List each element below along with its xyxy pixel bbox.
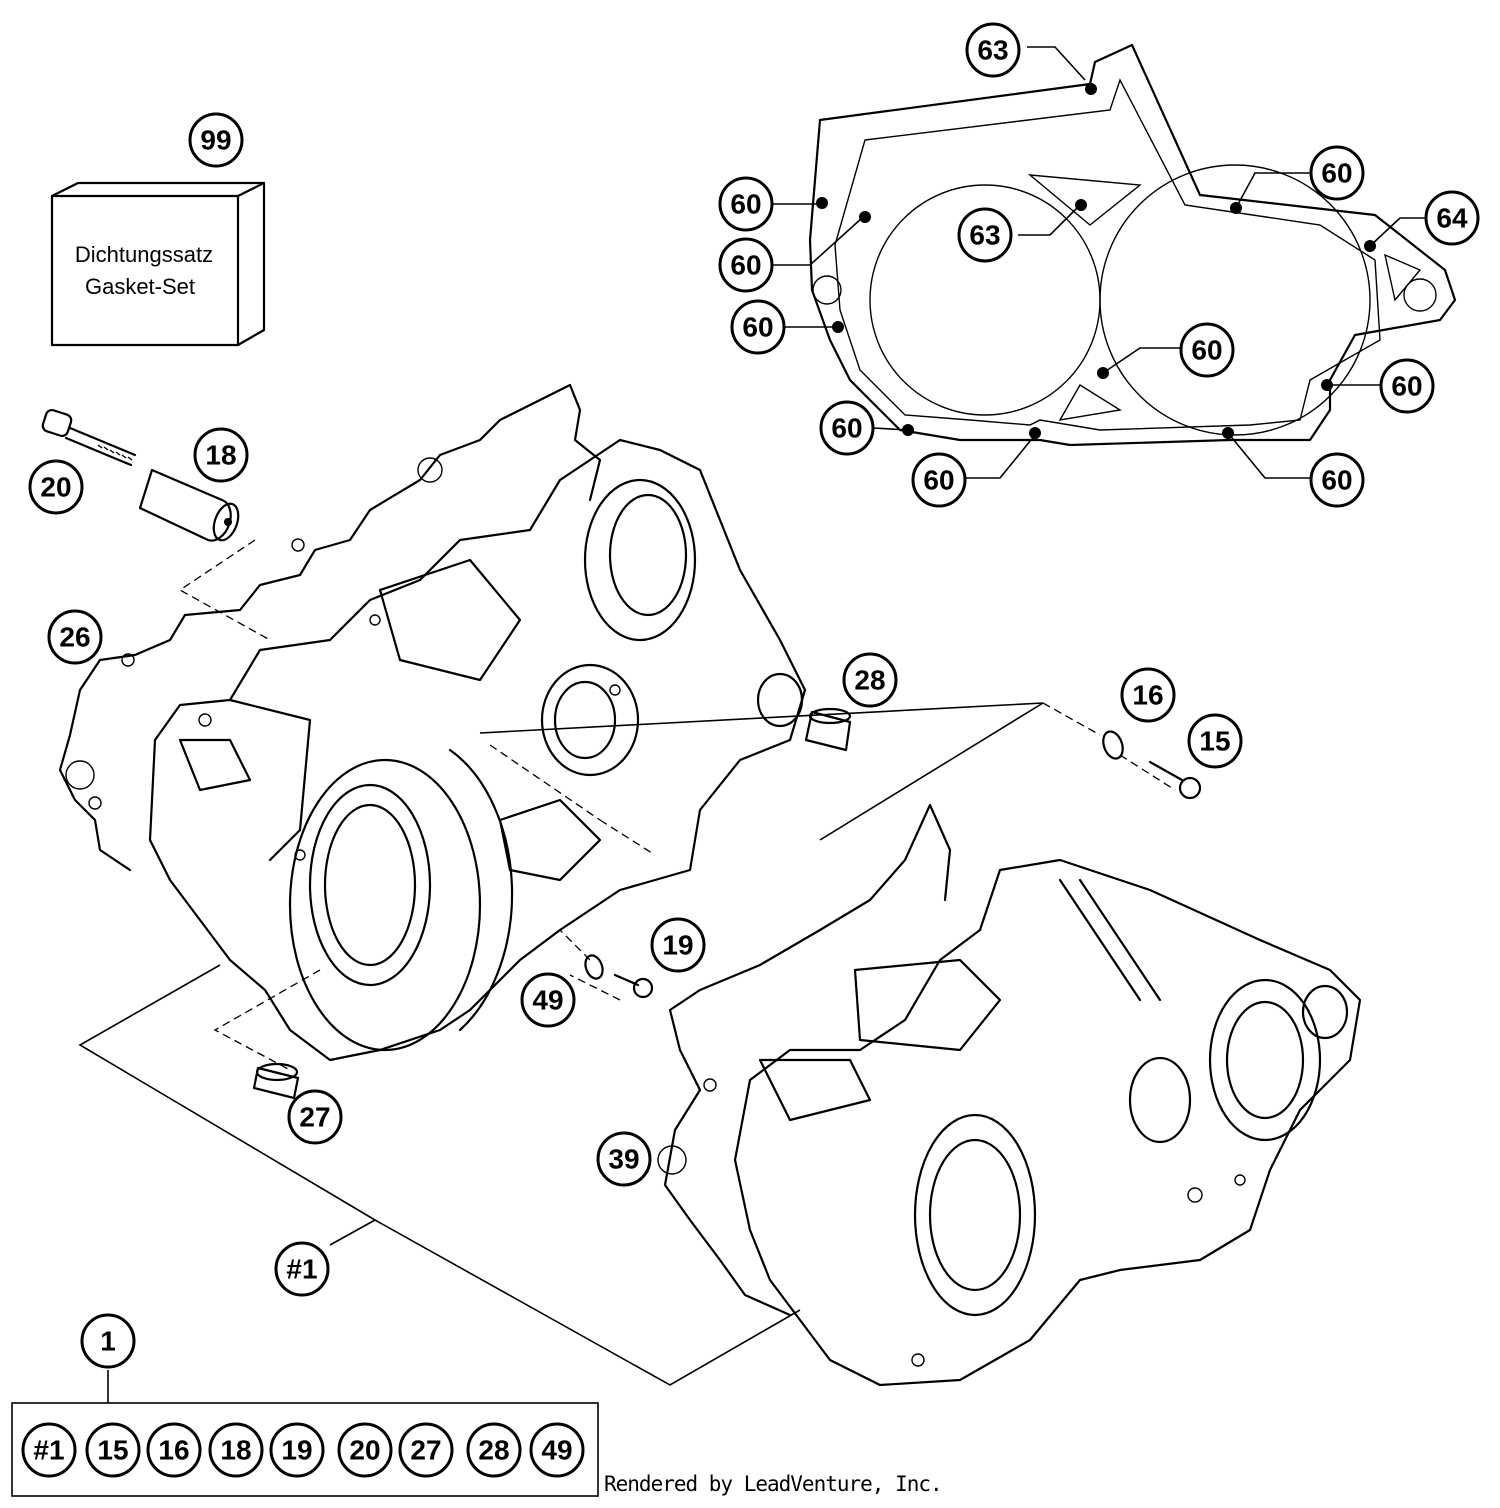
svg-text:20: 20 (349, 1435, 380, 1466)
kit-item: 20 (337, 1422, 393, 1478)
svg-text:16: 16 (158, 1435, 189, 1466)
callout-assembly-1: #1 (274, 1241, 330, 1297)
callout-60-a: 60 (718, 176, 774, 232)
svg-text:60: 60 (1191, 335, 1222, 366)
callout-63-top: 63 (965, 22, 1021, 78)
callout-15: 15 (1187, 713, 1243, 769)
gasket-set-label-2: Gasket-Set (85, 274, 195, 299)
callout-60-e: 60 (911, 452, 967, 508)
kit-item: 49 (529, 1422, 585, 1478)
screw-15 (1148, 760, 1202, 800)
callout-28: 28 (842, 652, 898, 708)
svg-text:19: 19 (662, 930, 693, 961)
callout-49: 49 (520, 972, 576, 1028)
gasket-set-label-1: Dichtungssatz (75, 242, 213, 267)
bushing-27 (252, 1062, 300, 1100)
svg-text:49: 49 (532, 985, 563, 1016)
callout-26: 26 (47, 609, 103, 665)
svg-text:99: 99 (200, 125, 231, 156)
svg-text:20: 20 (40, 472, 71, 503)
svg-text:27: 27 (299, 1102, 330, 1133)
callout-60-f: 60 (1179, 322, 1235, 378)
right-crankcase (733, 858, 1362, 1387)
assembly-bracket (11, 46, 1425, 1497)
svg-text:#1: #1 (286, 1254, 317, 1285)
svg-text:63: 63 (977, 35, 1008, 66)
svg-text:60: 60 (831, 413, 862, 444)
svg-text:15: 15 (97, 1435, 128, 1466)
kit-item: 19 (269, 1422, 325, 1478)
svg-text:15: 15 (1199, 726, 1230, 757)
callout-60-b: 60 (718, 237, 774, 293)
guide-lines (178, 539, 1176, 1071)
svg-text:39: 39 (608, 1144, 639, 1175)
kit-item: 27 (398, 1422, 454, 1478)
svg-text:60: 60 (1321, 158, 1352, 189)
callout-kit-1: 1 (80, 1313, 136, 1369)
callout-60-i: 60 (1309, 452, 1365, 508)
washer-16 (1102, 730, 1124, 760)
kit-item: 28 (466, 1422, 522, 1478)
svg-text:#1: #1 (33, 1435, 64, 1466)
svg-text:27: 27 (410, 1435, 441, 1466)
left-crankcase-gasket (58, 383, 602, 872)
callout-64: 64 (1424, 190, 1480, 246)
svg-text:64: 64 (1436, 203, 1468, 234)
svg-text:26: 26 (59, 622, 90, 653)
callout-60-h: 60 (1379, 358, 1435, 414)
gasket-set-box: Dichtungssatz Gasket-Set (50, 181, 266, 347)
callout-60-g: 60 (1309, 145, 1365, 201)
callout-20: 20 (28, 459, 84, 515)
svg-text:60: 60 (1391, 371, 1422, 402)
svg-text:19: 19 (281, 1435, 312, 1466)
svg-text:1: 1 (100, 1326, 116, 1357)
left-crankcase (148, 438, 807, 1062)
svg-text:60: 60 (730, 189, 761, 220)
callout-16: 16 (1120, 667, 1176, 723)
screw-19 (613, 973, 654, 999)
svg-text:28: 28 (478, 1435, 509, 1466)
washer-49 (584, 954, 604, 980)
svg-text:18: 18 (205, 440, 236, 471)
kit-item: 18 (208, 1422, 264, 1478)
callout-39: 39 (596, 1131, 652, 1187)
sleeve-part (138, 468, 240, 542)
callout-27: 27 (287, 1089, 343, 1145)
callout-18: 18 (193, 427, 249, 483)
svg-text:49: 49 (541, 1435, 572, 1466)
svg-text:60: 60 (923, 465, 954, 496)
svg-text:60: 60 (730, 250, 761, 281)
bolt-part (41, 408, 137, 467)
callout-19: 19 (650, 917, 706, 973)
footer-credit: Rendered by LeadVenture, Inc. (604, 1472, 943, 1496)
callout-60-d: 60 (819, 400, 875, 456)
right-crankcase-gasket (657, 803, 952, 1317)
svg-text:60: 60 (1321, 465, 1352, 496)
callout-63-mid: 63 (957, 207, 1013, 263)
svg-text:16: 16 (1132, 680, 1163, 711)
callout-99: 99 (188, 112, 244, 168)
svg-text:63: 63 (969, 220, 1000, 251)
callout-60-c: 60 (730, 299, 786, 355)
kit-item: 16 (146, 1422, 202, 1478)
kit-item: 15 (85, 1422, 141, 1478)
svg-text:18: 18 (220, 1435, 251, 1466)
svg-text:28: 28 (854, 665, 885, 696)
kit-item: #1 (21, 1422, 77, 1478)
svg-text:60: 60 (742, 312, 773, 343)
